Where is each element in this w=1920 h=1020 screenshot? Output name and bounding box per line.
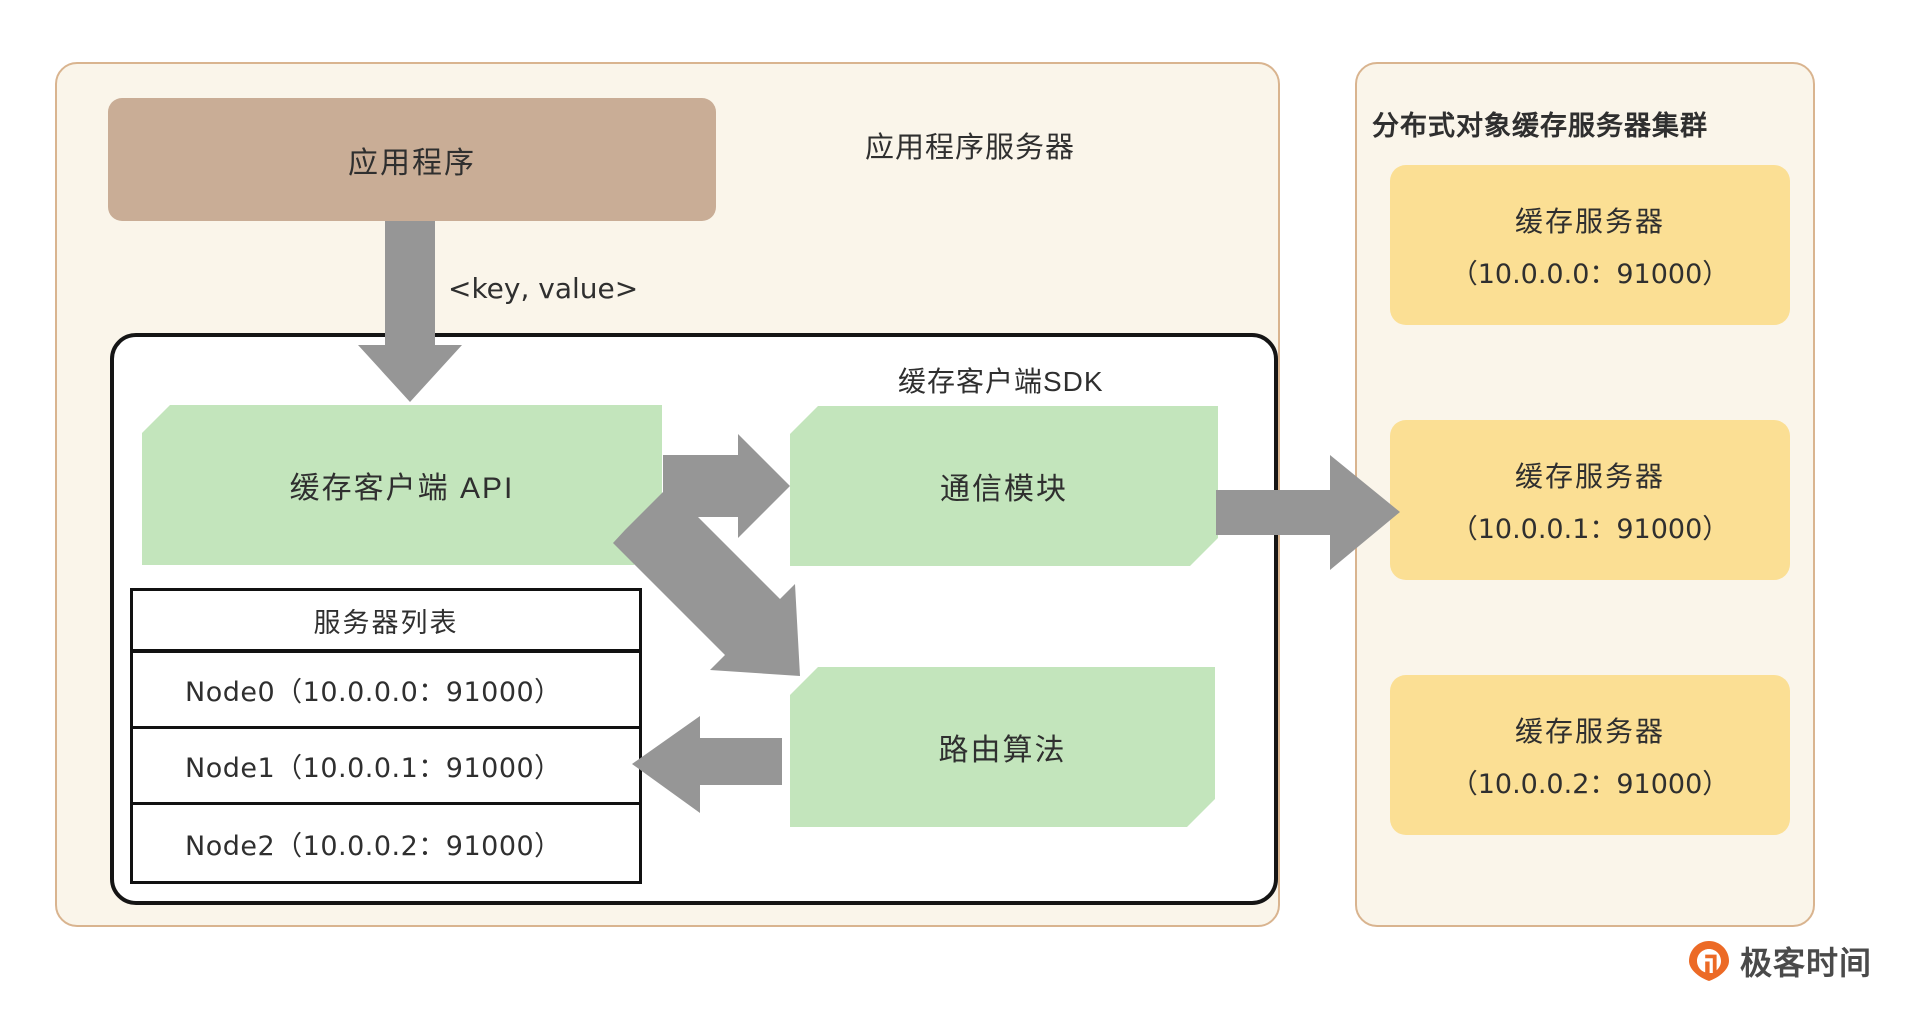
geektime-logo-text: 极客时间 <box>1740 945 1873 981</box>
table-row: Node2（10.0.0.2：91000） <box>185 830 562 862</box>
routing-algorithm-label: 路由算法 <box>938 734 1067 767</box>
communication-module-box: 通信模块 <box>790 406 1218 566</box>
cache-server-card: 缓存服务器 （10.0.0.2：91000） <box>1390 675 1790 835</box>
cache-server-address: （10.0.0.0：91000） <box>1450 258 1730 290</box>
cache-server-name: 缓存服务器 <box>1514 205 1665 237</box>
cache-server-card: 缓存服务器 （10.0.0.0：91000） <box>1390 165 1790 325</box>
application-server-title: 应用程序服务器 <box>865 132 1076 164</box>
geektime-logo-icon <box>1688 940 1730 982</box>
cache-server-address: （10.0.0.1：91000） <box>1450 513 1730 545</box>
cache-server-name: 缓存服务器 <box>1514 715 1665 747</box>
cache-server-card: 缓存服务器 （10.0.0.1：91000） <box>1390 420 1790 580</box>
cache-client-api-label: 缓存客户端 API <box>289 472 515 505</box>
cache-server-address: （10.0.0.2：91000） <box>1450 768 1730 800</box>
application-program-label: 应用程序 <box>348 146 476 180</box>
routing-algorithm-box: 路由算法 <box>790 667 1215 827</box>
watermark-logo: 极客时间 <box>1688 938 1872 984</box>
cache-server-name: 缓存服务器 <box>1514 460 1665 492</box>
key-value-label: <key, value> <box>448 272 639 305</box>
communication-module-label: 通信模块 <box>940 473 1068 506</box>
server-list-header: 服务器列表 <box>133 591 639 653</box>
table-row: Node1（10.0.0.1：91000） <box>133 729 639 805</box>
server-list-table: 服务器列表 Node0（10.0.0.0：91000） Node1（10.0.0… <box>130 588 642 884</box>
cache-cluster-title: 分布式对象缓存服务器集群 <box>1372 111 1708 141</box>
cache-client-sdk-title: 缓存客户端SDK <box>898 366 1104 397</box>
table-row: Node0（10.0.0.0：91000） <box>133 653 639 729</box>
application-program-box: 应用程序 <box>108 98 716 221</box>
cache-client-api-box: 缓存客户端 API <box>142 405 662 565</box>
